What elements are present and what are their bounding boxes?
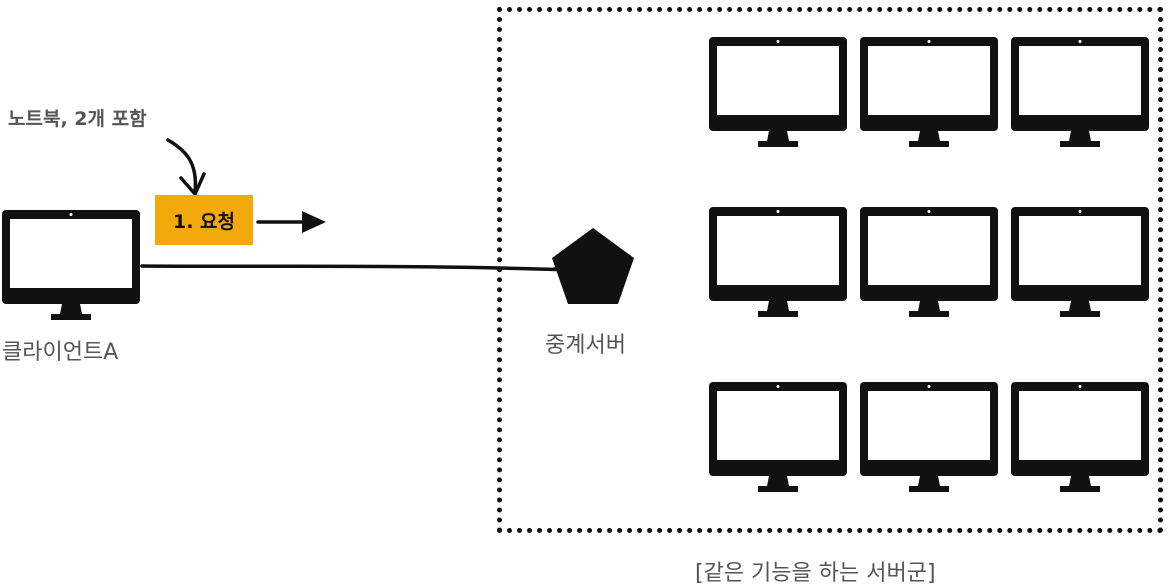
server-monitor-icon	[709, 382, 847, 494]
client-monitor-icon	[2, 210, 140, 322]
annotation-note: 노트북, 2개 포함	[8, 108, 147, 130]
request-step-badge: 1. 요청	[155, 195, 253, 245]
request-arrowhead	[302, 211, 326, 233]
server-cluster-box	[497, 7, 1163, 533]
relay-pentagon-icon	[552, 228, 634, 304]
relay-server-label: 중계서버	[545, 333, 626, 358]
server-monitor-icon	[1011, 207, 1149, 319]
server-monitor-icon	[860, 382, 998, 494]
server-monitor-icon	[709, 37, 847, 149]
server-monitor-icon	[1011, 382, 1149, 494]
annotation-arrow	[166, 138, 198, 194]
server-monitor-icon	[709, 207, 847, 319]
server-monitor-icon	[860, 207, 998, 319]
server-cluster-caption: [같은 기능을 하는 서버군]	[695, 561, 936, 586]
annotation-arrowhead	[179, 172, 206, 196]
server-monitor-icon	[860, 37, 998, 149]
server-monitor-icon	[1011, 37, 1149, 149]
client-label: 클라이언트A	[2, 340, 119, 365]
